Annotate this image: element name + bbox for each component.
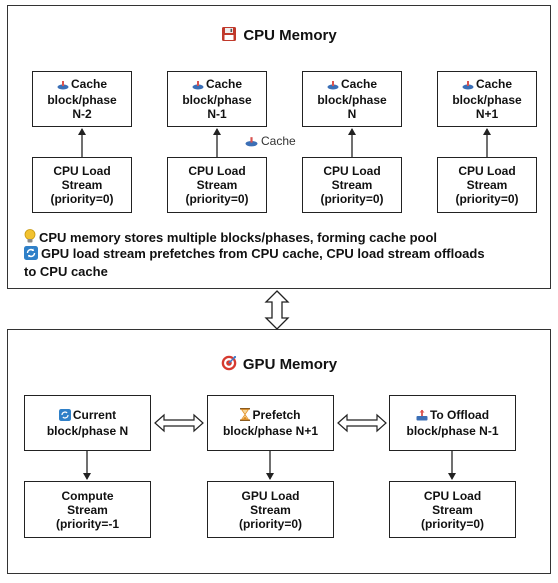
stream-priority: (priority=0) bbox=[455, 192, 519, 206]
cache-block-sub: block/phase bbox=[317, 93, 387, 107]
cpu-gpu-double-arrow bbox=[264, 290, 290, 330]
stream-name: GPU Load bbox=[241, 488, 300, 503]
stream-name: CPU Load bbox=[188, 164, 246, 178]
gpu-block-sub: block/phase N bbox=[46, 424, 129, 438]
gpu-compute-stream: Compute Stream (priority=-1 bbox=[24, 481, 151, 538]
stream-name: CPU Load bbox=[458, 164, 516, 178]
note-cache-pool: CPU memory stores multiple blocks/phases… bbox=[24, 229, 437, 248]
cache-block-n: Cache block/phase N bbox=[302, 71, 402, 127]
cache-disk-icon bbox=[327, 79, 339, 93]
cache-disk-icon bbox=[192, 79, 204, 93]
gpu-cpu-load-stream: CPU Load Stream (priority=0) bbox=[389, 481, 516, 538]
cache-block-label: Cache bbox=[205, 77, 243, 91]
note-text: CPU memory stores multiple blocks/phases… bbox=[39, 230, 438, 245]
gpu-memory-title: GPU Memory bbox=[0, 355, 558, 375]
cpu-load-stream-2: CPU Load Stream (priority=0) bbox=[167, 157, 267, 213]
cache-block-sub: block/phase bbox=[452, 93, 522, 107]
note-streams: GPU load stream prefetches from CPU cach… bbox=[24, 246, 544, 280]
stream-priority: (priority=-1 bbox=[55, 516, 119, 531]
stream-name: Compute bbox=[61, 488, 114, 503]
cache-block-id: N-1 bbox=[207, 107, 227, 121]
cpu-memory-title-text: CPU Memory bbox=[243, 27, 337, 44]
stream-word: Stream bbox=[432, 502, 473, 517]
upload-tray-icon bbox=[416, 409, 428, 424]
stream-name: CPU Load bbox=[423, 488, 482, 503]
stream-word: Stream bbox=[331, 178, 373, 192]
stream-priority: (priority=0) bbox=[185, 192, 249, 206]
cache-floating-label-text: Cache bbox=[261, 134, 296, 148]
cache-disk-icon bbox=[57, 79, 69, 93]
gpu-block-sub: block/phase N+1 bbox=[222, 424, 319, 438]
cache-block-n-plus-1: Cache block/phase N+1 bbox=[437, 71, 537, 127]
stream-priority: (priority=0) bbox=[420, 516, 484, 531]
stream-word: Stream bbox=[466, 178, 508, 192]
cpu-load-stream-1: CPU Load Stream (priority=0) bbox=[32, 157, 132, 213]
cache-block-n-2: Cache block/phase N-2 bbox=[32, 71, 132, 127]
gpu-block-label: To Offload bbox=[429, 408, 490, 422]
cache-block-id: N bbox=[347, 107, 357, 121]
target-icon bbox=[221, 355, 237, 375]
lightbulb-icon bbox=[24, 229, 36, 248]
stream-priority: (priority=0) bbox=[238, 516, 302, 531]
cache-block-id: N+1 bbox=[475, 107, 499, 121]
gpu-prefetch-block: Prefetch block/phase N+1 bbox=[207, 395, 334, 451]
cache-floating-label: Cache bbox=[245, 134, 296, 150]
cache-block-label: Cache bbox=[340, 77, 378, 91]
gpu-memory-title-text: GPU Memory bbox=[242, 356, 338, 373]
gpu-block-sub: block/phase N-1 bbox=[406, 424, 499, 438]
gpu-load-stream: GPU Load Stream (priority=0) bbox=[207, 481, 334, 538]
cache-block-id: N-2 bbox=[72, 107, 92, 121]
cache-disk-icon bbox=[245, 136, 258, 150]
gpu-block-label: Current bbox=[72, 408, 117, 422]
gpu-block-label: Prefetch bbox=[252, 408, 301, 422]
stream-name: CPU Load bbox=[323, 164, 381, 178]
cpu-memory-panel bbox=[7, 5, 551, 289]
stream-word: Stream bbox=[61, 178, 103, 192]
stream-priority: (priority=0) bbox=[320, 192, 384, 206]
floppy-disk-icon bbox=[221, 26, 237, 46]
stream-priority: (priority=0) bbox=[50, 192, 114, 206]
gpu-offload-block: To Offload block/phase N-1 bbox=[389, 395, 516, 451]
refresh-icon bbox=[58, 409, 71, 424]
cache-block-label: Cache bbox=[475, 77, 513, 91]
hourglass-icon bbox=[240, 408, 251, 424]
cache-block-sub: block/phase bbox=[47, 93, 117, 107]
note-text: GPU load stream prefetches from CPU cach… bbox=[41, 246, 485, 261]
stream-word: Stream bbox=[196, 178, 238, 192]
cache-block-sub: block/phase bbox=[182, 93, 252, 107]
gpu-current-block: Current block/phase N bbox=[24, 395, 151, 451]
cache-disk-icon bbox=[462, 79, 474, 93]
cache-block-n-1: Cache block/phase N-1 bbox=[167, 71, 267, 127]
refresh-icon bbox=[24, 246, 38, 264]
cpu-load-stream-4: CPU Load Stream (priority=0) bbox=[437, 157, 537, 213]
cache-block-label: Cache bbox=[70, 77, 108, 91]
stream-word: Stream bbox=[67, 502, 108, 517]
cpu-load-stream-3: CPU Load Stream (priority=0) bbox=[302, 157, 402, 213]
stream-name: CPU Load bbox=[53, 164, 111, 178]
stream-word: Stream bbox=[250, 502, 291, 517]
note-text-cont: to CPU cache bbox=[24, 264, 108, 279]
cpu-memory-title: CPU Memory bbox=[0, 26, 558, 46]
